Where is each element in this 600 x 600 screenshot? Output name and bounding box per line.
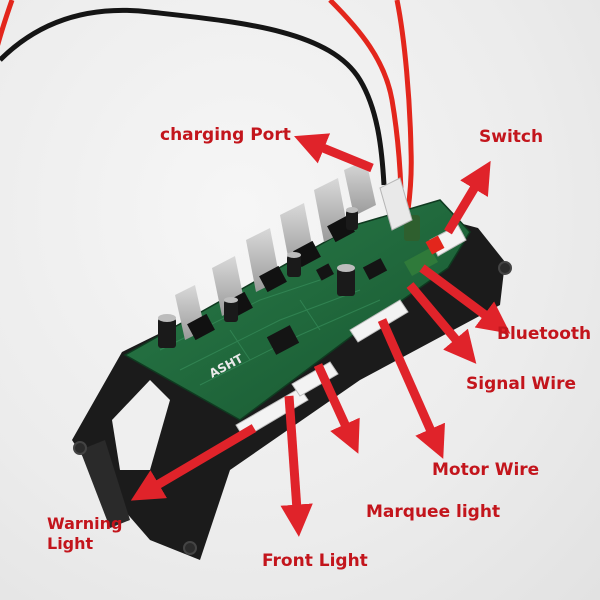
- capacitors: [158, 207, 420, 348]
- label-bluetooth: Bluetooth: [497, 324, 592, 344]
- pcb: [123, 199, 471, 421]
- arrow-signal-wire: [406, 282, 477, 364]
- arrow-charging-port: [294, 133, 374, 173]
- arrow-switch: [444, 160, 491, 235]
- arrow-bluetooth: [419, 264, 511, 334]
- label-charging-port: charging Port: [160, 125, 291, 145]
- label-warning-light-line2: Light: [47, 534, 94, 553]
- label-front-light: Front Light: [262, 551, 368, 571]
- arrow-warning-light: [130, 424, 257, 501]
- arrow-motor-wire: [377, 318, 445, 459]
- power-wires: [0, 0, 414, 211]
- arrow-front-light: [280, 395, 313, 537]
- label-marquee-light: Marquee light: [366, 502, 501, 522]
- label-signal-wire: Signal Wire: [466, 374, 577, 394]
- label-warning-light: Warning Light: [47, 514, 122, 554]
- label-warning-light-line1: Warning: [47, 514, 123, 533]
- mosfet-row: [175, 160, 376, 341]
- label-motor-wire: Motor Wire: [432, 460, 540, 480]
- label-switch: Switch: [479, 127, 544, 147]
- arrow-marquee-light: [313, 363, 360, 454]
